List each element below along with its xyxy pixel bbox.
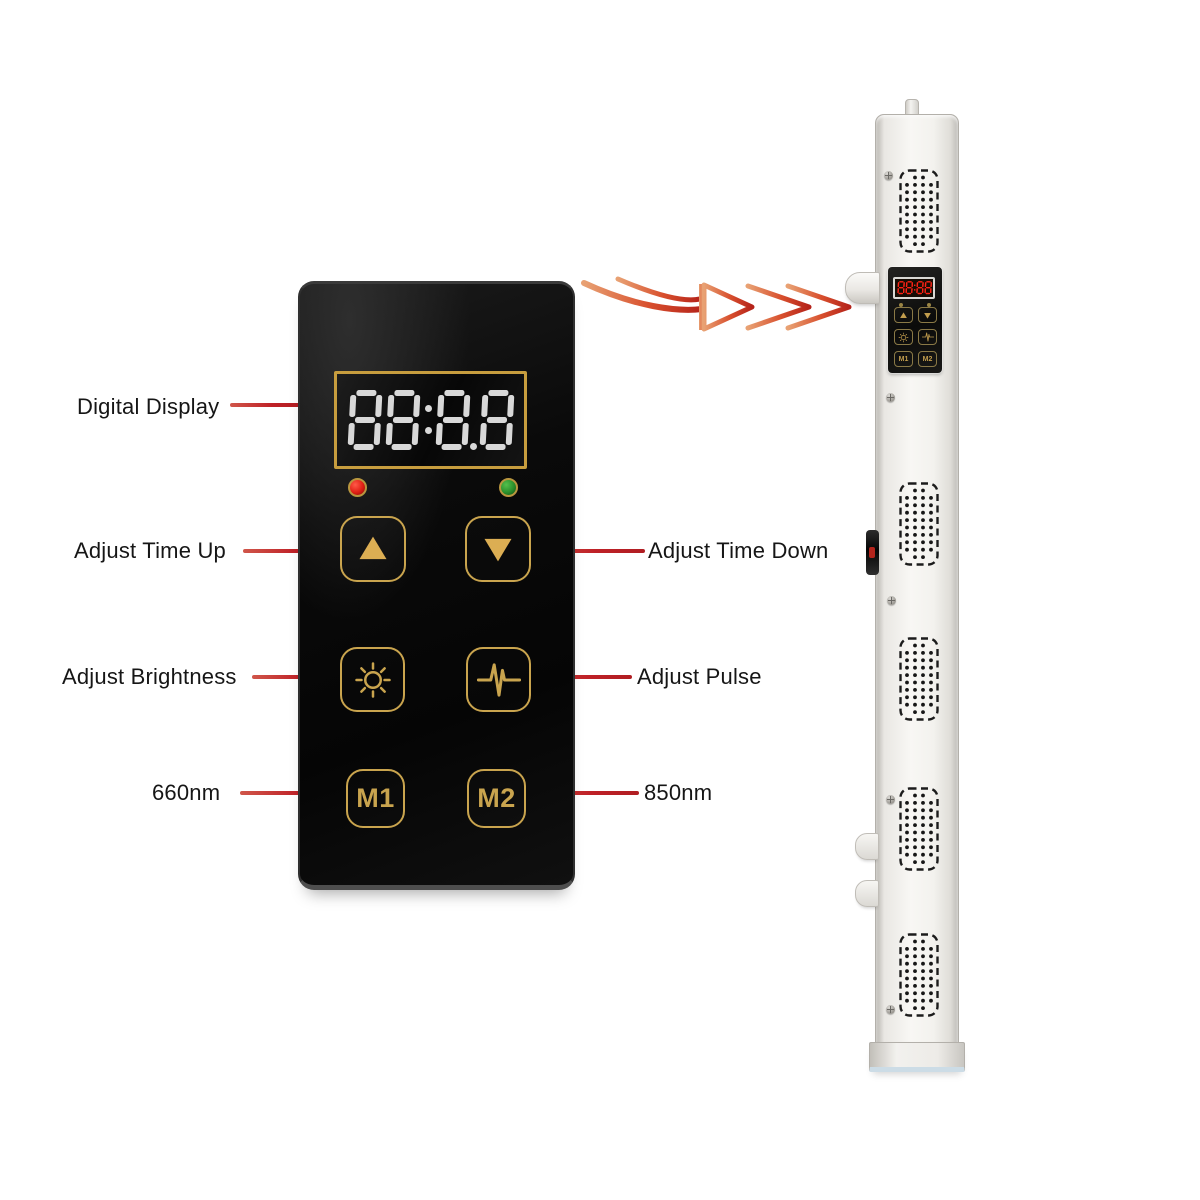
annotation-line-660nm (240, 791, 348, 795)
annotation-line-adjust-pulse (531, 675, 632, 679)
label-digital-display: Digital Display (77, 394, 220, 419)
red-indicator-led (348, 478, 367, 497)
annotation-line-digital-display (230, 403, 306, 407)
label-adjust-pulse: Adjust Pulse (637, 664, 762, 689)
control-panel: M1 M2 (298, 281, 575, 890)
device-side-peg (855, 833, 879, 860)
annotation-line-adjust-time-down (533, 549, 645, 553)
m2-button-label: M2 (477, 783, 516, 813)
seven-segment-readout (346, 389, 516, 451)
triangle-down-icon (923, 311, 932, 320)
device-m1-label: M1 (898, 355, 909, 363)
time-down-button (465, 516, 531, 582)
digital-display (334, 371, 527, 469)
label-adjust-time-down: Adjust Time Down (648, 538, 829, 563)
triangle-up-icon (355, 531, 391, 567)
zoom-callout-arrows (581, 276, 852, 332)
label-adjust-brightness: Adjust Brightness (62, 664, 237, 689)
screw (884, 171, 893, 180)
annotation-line-adjust-time-up (243, 549, 339, 553)
led-vent-grille (898, 481, 940, 567)
screw (887, 596, 896, 605)
m1-button: M1 (346, 769, 405, 828)
device-seven-segment-readout (897, 281, 932, 295)
sun-icon (353, 660, 393, 700)
led-vent-grille (898, 168, 940, 254)
device-green-led (927, 303, 931, 307)
device-m2-button: M2 (918, 351, 937, 367)
label-adjust-time-up: Adjust Time Up (74, 538, 226, 563)
pulse-wave-icon (922, 331, 934, 343)
device-time-up-button (894, 307, 913, 323)
device-m2-label: M2 (922, 355, 933, 363)
annotation-line-adjust-brightness (252, 675, 340, 679)
device-m1-button: M1 (894, 351, 913, 367)
annotation-line-850nm (529, 791, 639, 795)
device-red-led (899, 303, 903, 307)
device-control-panel: M1 M2 (888, 267, 942, 373)
sun-icon (898, 332, 909, 343)
pulse-button (466, 647, 531, 712)
screw (886, 1005, 895, 1014)
m1-button-label: M1 (356, 783, 395, 813)
pulse-wave-icon (477, 658, 521, 702)
led-vent-grille (898, 932, 940, 1018)
screw (886, 393, 895, 402)
green-indicator-led (499, 478, 518, 497)
device-pulse-button (918, 329, 937, 345)
device-side-peg (855, 880, 879, 907)
device-brightness-button (894, 329, 913, 345)
led-vent-grille (898, 636, 940, 722)
time-up-button (340, 516, 406, 582)
device-power-switch (866, 530, 879, 575)
device-mount-hook (845, 272, 880, 304)
screw (886, 795, 895, 804)
device-digital-display (893, 277, 935, 299)
triangle-down-icon (480, 531, 516, 567)
device-time-down-button (918, 307, 937, 323)
led-vent-grille (898, 786, 940, 872)
device-foot (869, 1042, 965, 1072)
label-660nm: 660nm (152, 780, 221, 805)
triangle-up-icon (899, 311, 908, 320)
brightness-button (340, 647, 405, 712)
label-850nm: 850nm (644, 780, 713, 805)
m2-button: M2 (467, 769, 526, 828)
